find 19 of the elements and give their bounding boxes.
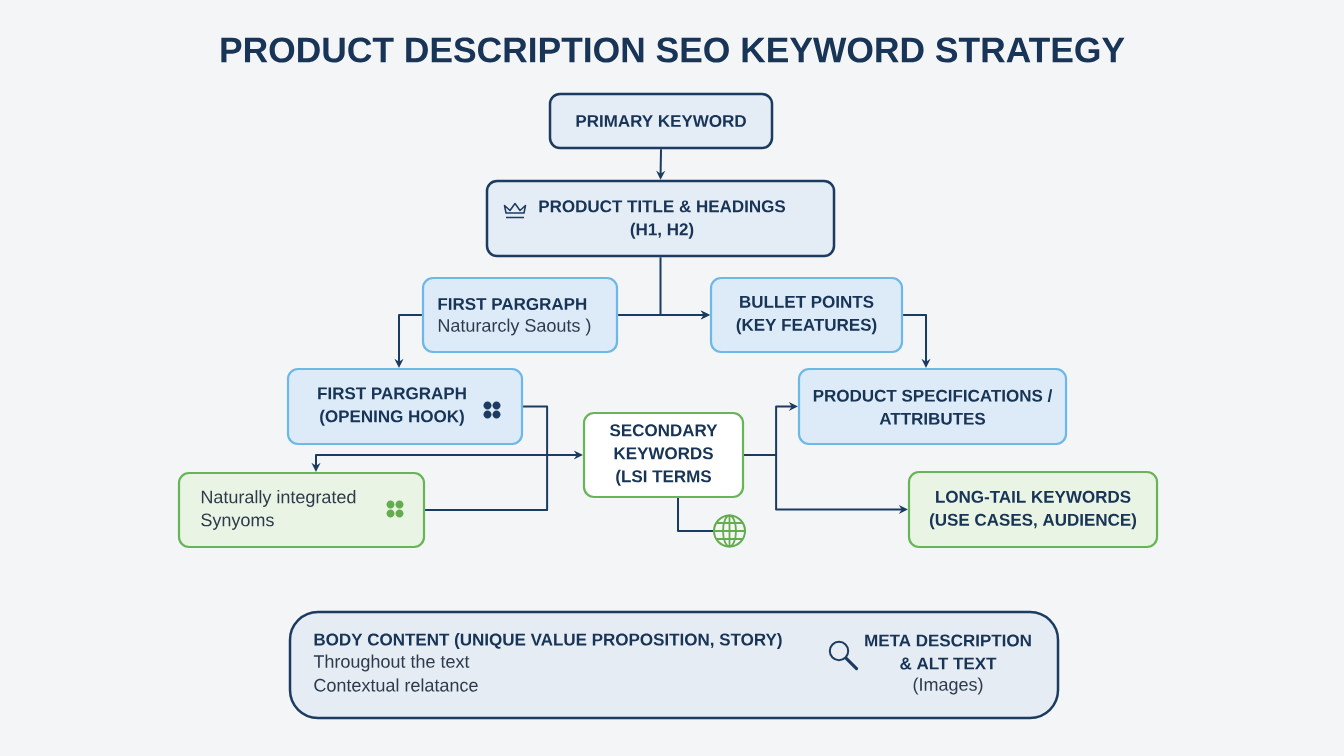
box-heading: FIRST PARGRAPH: [438, 298, 587, 310]
process-box: LONG-TAIL KEYWORDS (USE CASES, AUDIENCE): [907, 470, 1159, 549]
process-box: SECONDARY KEYWORDS (LSI TERMS: [582, 411, 745, 499]
body-text: Contextual relatance: [314, 678, 478, 692]
process-box: BULLET POINTS (KEY FEATURES): [709, 276, 904, 354]
process-box: PRODUCT SPECIFICATIONS / ATTRIBUTES: [797, 367, 1068, 446]
heading-text: META DESCRIPTION & ALT TEXT: [865, 634, 1031, 670]
title: PRODUCT DESCRIPTION SEO KEYWORD STRATEGY: [221, 37, 1125, 63]
caption-text: (Images): [913, 677, 983, 695]
process-box: Naturally integrated Synyoms: [177, 471, 426, 549]
connector-line: [424, 405, 549, 511]
connector-line: [677, 497, 714, 532]
process-box: PRODUCT TITLE & HEADINGS (H1, H2): [485, 179, 836, 258]
process-box: FIRST PARGRAPH (OPENING HOOK): [286, 367, 524, 446]
globe-icon: [713, 514, 746, 548]
process-box: PRIMARY KEYWORD: [548, 92, 774, 150]
box-text: Naturarcly Saouts ): [438, 318, 591, 336]
heading-text: BODY CONTENT (UNIQUE VALUE PROPOSITION, STORY): [314, 633, 782, 649]
body-text: Throughout the text: [313, 654, 470, 672]
